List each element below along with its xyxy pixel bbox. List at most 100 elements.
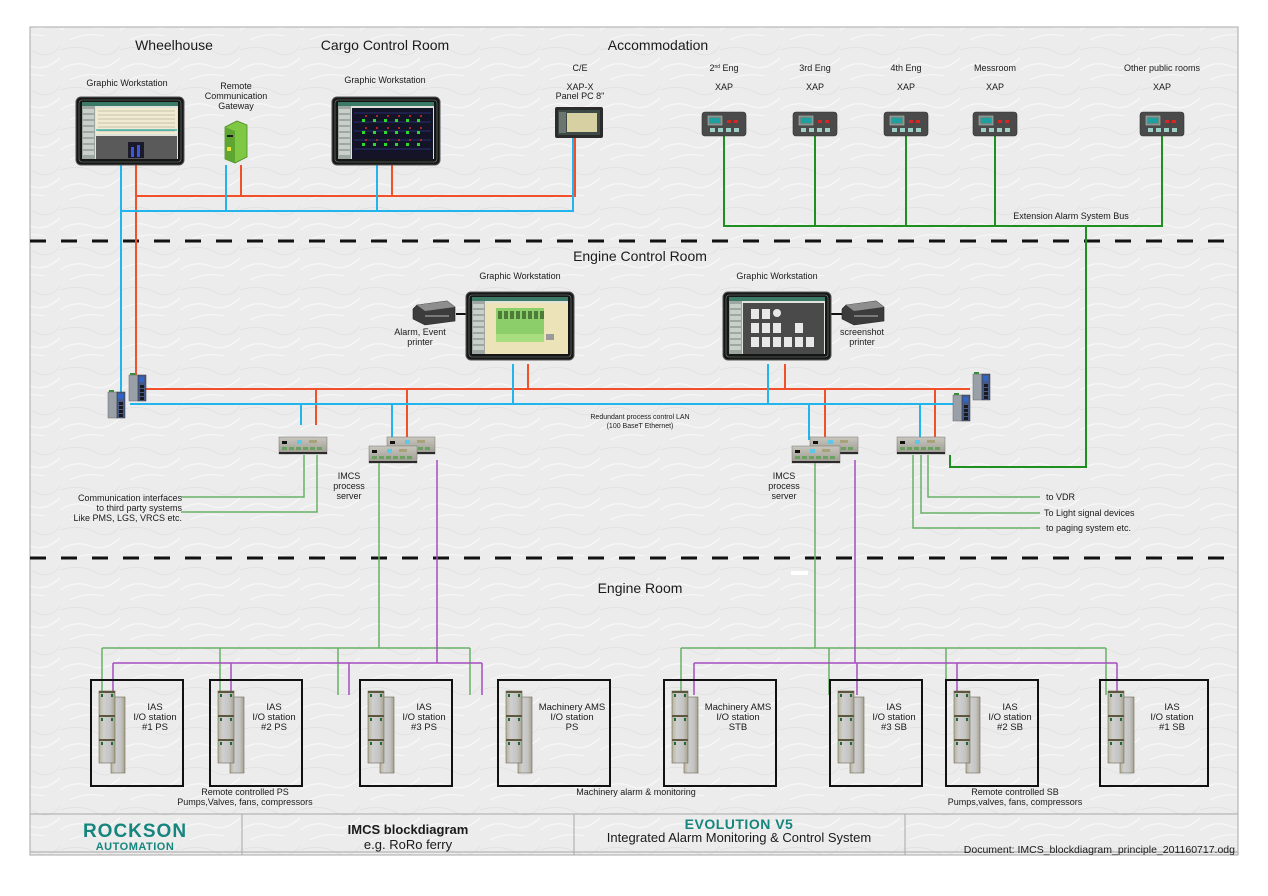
product-subtitle: Integrated Alarm Monitoring & Control Sy… [607,830,871,845]
comm-interfaces-label-2: to third party systems [96,503,182,513]
xap-room-label: Other public rooms [1124,63,1201,73]
engine-room-marker [791,571,808,575]
io-station-label: I/O station [716,712,759,723]
xap-x-panel-pc[interactable] [555,107,603,138]
alarm-event-printer[interactable] [412,300,456,326]
io-station-label: #3 PS [411,722,437,733]
io-station-label: #2 SB [997,722,1023,733]
printer-left-label-2: printer [407,337,433,347]
printer-right-label-1: screenshot [840,327,885,337]
document-name: Document: IMCS_blockdiagram_principle_20… [964,844,1235,856]
server-left-label-2: process [333,481,365,491]
io-rack-icon [217,690,245,774]
output-line-vdr [927,455,1040,498]
lan-blue-upper [120,138,574,403]
io-station-label: IAS [416,702,431,713]
printer-right-label-2: printer [849,337,875,347]
brand-logo-top: ROCKSON [83,821,187,842]
xap-room-label: 2nd Eng [709,63,738,73]
ecr-workstation-left[interactable] [465,291,575,361]
ecr-workstation-right-label: Graphic Workstation [736,271,817,281]
gateway-label-1: Remote [220,81,252,91]
xap-panel[interactable] [1139,111,1185,137]
network-switch-red-right[interactable] [972,372,991,401]
xap-device-label: XAP [715,82,733,92]
xap-device-label: XAP [806,82,824,92]
remote-communication-gateway[interactable] [224,120,248,164]
io-station-label: I/O station [1150,712,1193,723]
xap-panel[interactable] [883,111,929,137]
group-ps-label-1: Remote controlled PS [201,787,289,797]
group-sb-label-1: Remote controlled SB [971,787,1059,797]
io-rack-icon [1107,690,1135,774]
screenshot-printer[interactable] [841,300,885,326]
io-station-label: I/O station [252,712,295,723]
io-station-label: #3 SB [881,722,907,733]
diagram-subtitle: e.g. RoRo ferry [364,837,453,852]
network-switch-blue-right[interactable] [952,393,971,422]
imcs-process-server-left-a[interactable] [368,445,418,464]
diagram-sheet [29,26,1239,856]
io-station-label: #1 PS [142,722,168,733]
io-station-label: I/O station [988,712,1031,723]
server-left-label-1: IMCS [338,471,361,481]
xap-panel[interactable] [792,111,838,137]
io-bus-green-sb [680,460,1107,695]
xap-device-label: XAP [986,82,1004,92]
ce-device-label-1: XAP-X [566,82,593,92]
io-station-label: IAS [147,702,162,713]
io-rack-icon [953,690,981,774]
io-station-label: I/O station [550,712,593,723]
xap-room-label: 3rd Eng [799,63,831,73]
gateway-label-3: Gateway [218,101,254,111]
wheelhouse-workstation[interactable] [75,96,185,166]
zone-title-wheelhouse: Wheelhouse [135,37,213,53]
server-left-label-3: server [336,491,361,501]
io-station-label: Machinery AMS [539,702,606,713]
server-right-label-3: server [771,491,796,501]
io-station-label: IAS [1002,702,1017,713]
ce-label: C/E [572,63,587,73]
lan-red-upper [135,138,576,400]
product-name: EVOLUTION V5 [685,816,794,832]
wheelhouse-workstation-label: Graphic Workstation [86,78,167,88]
io-station-label: #2 PS [261,722,287,733]
io-rack-icon [505,690,533,774]
imcs-process-server-right-a[interactable] [791,445,841,464]
io-station-label: Machinery AMS [705,702,772,713]
io-station-label: PS [566,722,579,733]
xap-device-label: XAP [897,82,915,92]
comm-gateway-server-left[interactable] [278,436,328,455]
io-station-label: STB [729,722,747,733]
cargo-workstation[interactable] [331,96,441,166]
network-wiring [101,136,1163,695]
ecr-workstation-right[interactable] [722,291,832,361]
network-switch-blue-left[interactable] [107,390,126,419]
xap-room-label: Messroom [974,63,1016,73]
lan-label-2: (100 BaseT Ethernet) [607,423,674,430]
extension-alarm-bus [723,136,1163,468]
network-switch-red-left[interactable] [128,373,147,402]
lan-red-ecr [143,364,970,440]
gateway-label-2: Communication [205,91,268,101]
group-sb-label-2: Pumps,valves, fans, compressors [948,797,1083,807]
server-right-label-2: process [768,481,800,491]
xap-panel[interactable] [701,111,747,137]
comm-interface-line-1 [181,455,305,498]
zone-title-engine-room: Engine Room [598,580,683,596]
io-rack-icon [671,690,699,774]
group-ams-label: Machinery alarm & monitoring [576,787,696,797]
xap-panel[interactable] [972,111,1018,137]
zone-title-engine-control-room: Engine Control Room [573,248,707,264]
output-label-light-signal: To Light signal devices [1044,508,1135,518]
comm-gateway-server-right[interactable] [896,436,946,455]
